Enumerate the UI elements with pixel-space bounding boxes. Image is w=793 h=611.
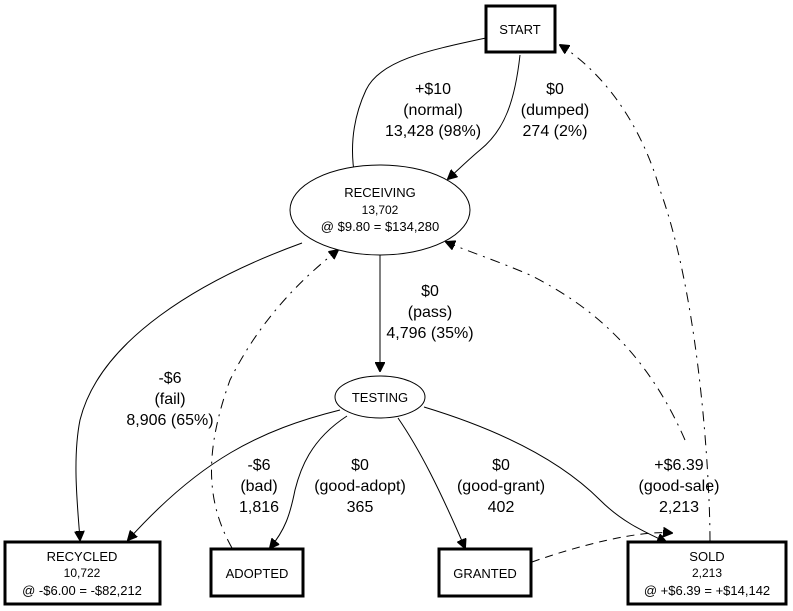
node-testing-label: TESTING	[352, 390, 408, 405]
node-recycled-value: @ -$6.00 = -$82,212	[22, 583, 142, 598]
node-sold[interactable]: SOLD 2,213 @ +$6.39 = +$14,142	[626, 540, 788, 606]
node-testing[interactable]: TESTING	[334, 375, 426, 419]
edge-label-good-adopt: $0 (good-adopt) 365	[314, 457, 406, 516]
edge-good-adopt	[270, 415, 348, 548]
edge-sold-return-start	[560, 45, 711, 542]
node-granted-label: GRANTED	[453, 566, 517, 581]
node-start-label: START	[499, 22, 540, 37]
svg-text:(good-adopt): (good-adopt)	[314, 478, 406, 495]
svg-text:365: 365	[347, 499, 374, 516]
edge-good-sale	[423, 406, 666, 542]
svg-text:$0: $0	[546, 81, 564, 98]
svg-text:+$10: +$10	[415, 81, 451, 98]
edge-label-bad: -$6 (bad) 1,816	[239, 457, 279, 516]
node-recycled[interactable]: RECYCLED 10,722 @ -$6.00 = -$82,212	[3, 540, 162, 606]
edge-sold-return-receiving	[446, 242, 686, 441]
edge-adopted-return	[211, 250, 338, 549]
svg-text:274 (2%): 274 (2%)	[523, 123, 588, 140]
edge-good-grant	[397, 417, 465, 548]
edge-dumped	[448, 54, 521, 179]
svg-text:$0: $0	[492, 457, 510, 474]
edge-label-dumped: $0 (dumped) 274 (2%)	[521, 81, 589, 140]
node-start[interactable]: START	[484, 4, 557, 54]
svg-text:(good-sale): (good-sale)	[639, 478, 720, 495]
svg-text:8,906 (65%): 8,906 (65%)	[126, 412, 213, 429]
node-receiving-label: RECEIVING	[344, 185, 416, 200]
svg-text:1,816: 1,816	[239, 499, 279, 516]
svg-text:$0: $0	[421, 283, 439, 300]
node-adopted-label: ADOPTED	[226, 566, 289, 581]
svg-text:(dumped): (dumped)	[521, 102, 589, 119]
edge-label-pass: $0 (pass) 4,796 (35%)	[386, 283, 473, 342]
edge-bad	[128, 409, 341, 540]
node-recycled-count: 10,722	[64, 566, 101, 580]
node-receiving-count: 13,702	[362, 203, 399, 217]
svg-text:(normal): (normal)	[403, 102, 463, 119]
svg-text:13,428 (98%): 13,428 (98%)	[385, 123, 481, 140]
edge-label-good-grant: $0 (good-grant) 402	[457, 457, 545, 516]
node-adopted[interactable]: ADOPTED	[209, 547, 305, 598]
svg-text:-$6: -$6	[158, 370, 181, 387]
edge-label-fail: -$6 (fail) 8,906 (65%)	[126, 370, 213, 429]
node-recycled-label: RECYCLED	[47, 549, 118, 564]
svg-text:+$6.39: +$6.39	[654, 457, 703, 474]
svg-text:(fail): (fail)	[154, 391, 185, 408]
edge-label-good-sale: +$6.39 (good-sale) 2,213	[639, 457, 720, 516]
svg-text:(good-grant): (good-grant)	[457, 478, 545, 495]
edge-normal	[353, 37, 487, 178]
node-sold-value: @ +$6.39 = +$14,142	[644, 583, 770, 598]
node-granted[interactable]: GRANTED	[437, 547, 533, 598]
node-receiving-value: @ $9.80 = $134,280	[321, 219, 439, 234]
svg-text:4,796 (35%): 4,796 (35%)	[386, 325, 473, 342]
svg-text:$0: $0	[351, 457, 369, 474]
svg-text:(bad): (bad)	[240, 478, 277, 495]
node-receiving[interactable]: RECEIVING 13,702 @ $9.80 = $134,280	[289, 164, 471, 256]
svg-text:402: 402	[488, 499, 515, 516]
svg-text:-$6: -$6	[247, 457, 270, 474]
node-sold-count: 2,213	[692, 566, 722, 580]
svg-text:(pass): (pass)	[408, 304, 452, 321]
edge-label-normal: +$10 (normal) 13,428 (98%)	[385, 81, 481, 140]
edge-fail	[76, 242, 303, 540]
node-sold-label: SOLD	[689, 549, 724, 564]
edge-granted-return	[531, 533, 672, 563]
svg-text:2,213: 2,213	[659, 499, 699, 516]
